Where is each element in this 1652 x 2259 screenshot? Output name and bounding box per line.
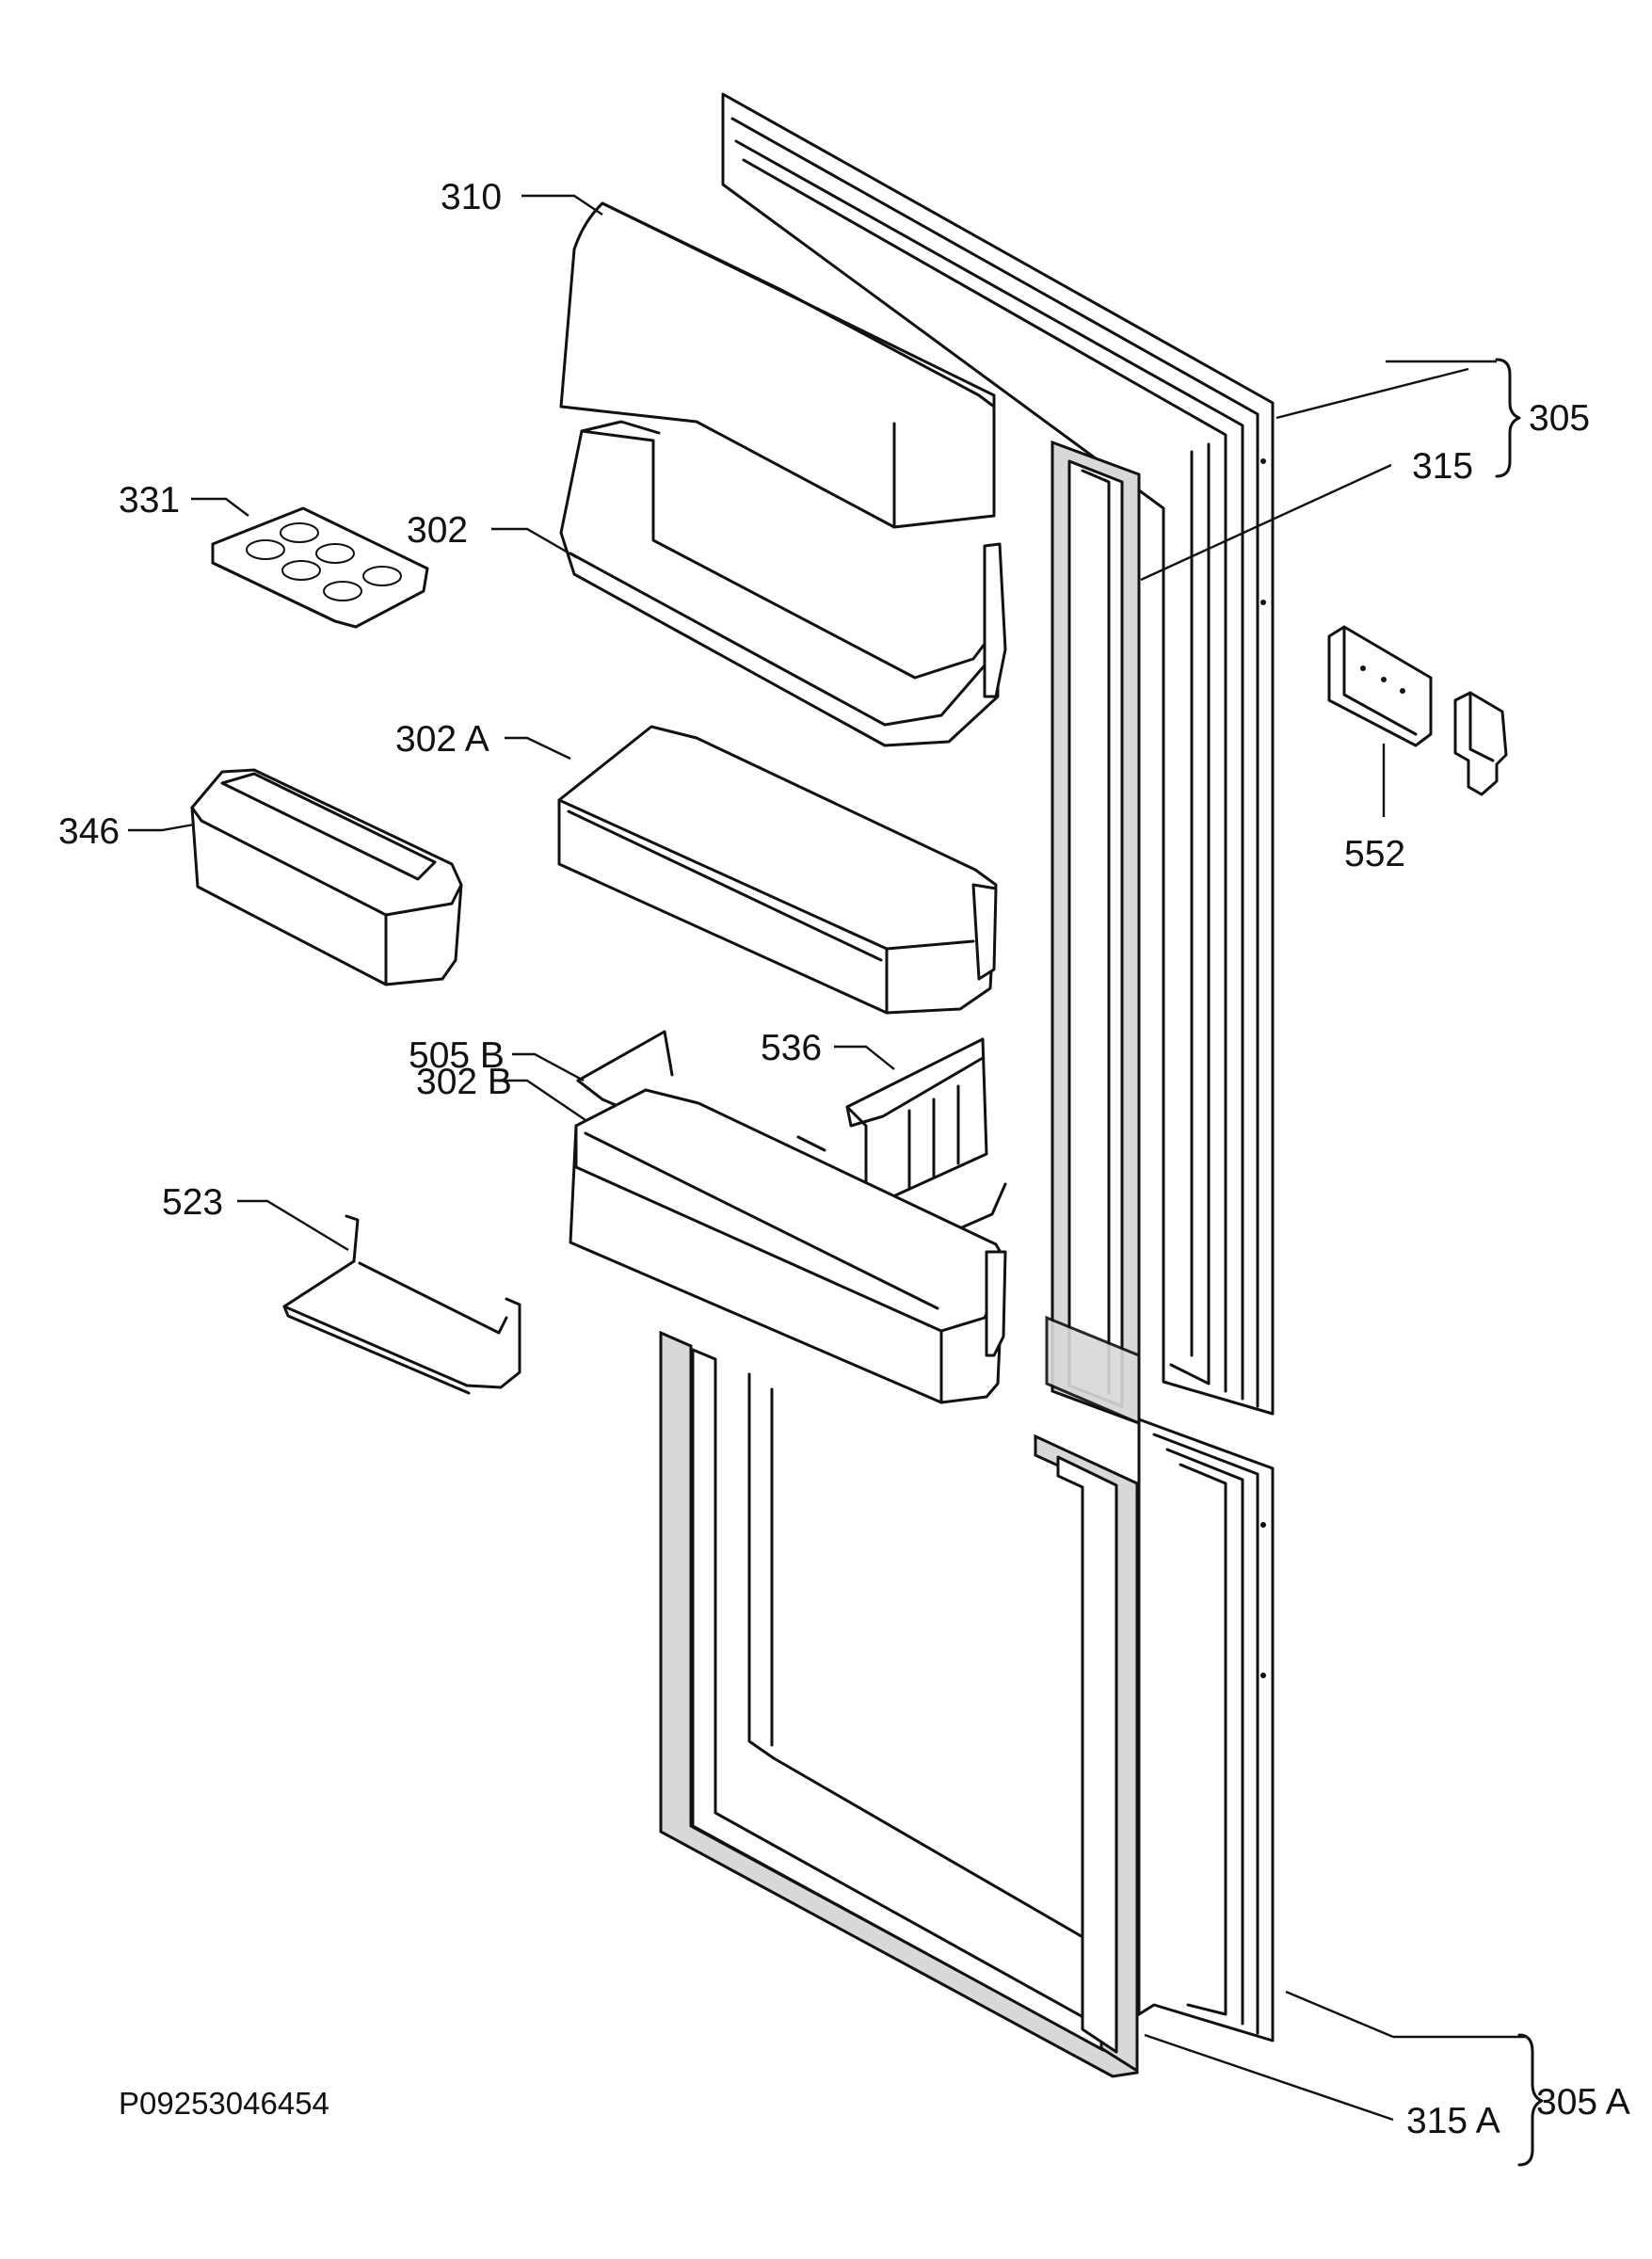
upper-door-frame	[721, 92, 1275, 1416]
label-331: 331	[119, 480, 180, 521]
diagram-code: P09253046454	[119, 2086, 329, 2121]
leader-lines	[128, 194, 1469, 2122]
hinge-brackets-552	[1327, 625, 1508, 796]
bottle-bin-302b	[569, 1088, 1007, 1404]
label-310: 310	[441, 177, 502, 217]
label-302: 302	[407, 510, 468, 551]
label-536: 536	[761, 1028, 822, 1068]
butter-dish-346	[190, 768, 463, 986]
label-305: 305	[1529, 398, 1590, 439]
lower-door-frame	[1137, 1418, 1275, 2043]
lower-door-gasket	[659, 1330, 1139, 2078]
label-302a: 302 A	[395, 719, 489, 760]
label-523: 523	[162, 1182, 223, 1223]
label-505b: 505 B	[409, 1035, 505, 1076]
egg-tray-331	[211, 506, 429, 629]
label-315: 315	[1412, 446, 1473, 487]
door-bin-302	[559, 420, 1007, 747]
wire-retainer-523	[282, 1214, 521, 1395]
upper-door-gasket	[1045, 440, 1141, 1426]
brace-305a	[1393, 2033, 1544, 2167]
label-346: 346	[58, 811, 120, 852]
label-305a: 305 A	[1536, 2082, 1630, 2123]
brace-305	[1386, 358, 1521, 478]
label-315a: 315 A	[1406, 2101, 1500, 2141]
label-552: 552	[1344, 834, 1405, 874]
bin-cover-310	[559, 201, 996, 529]
label-302b: 302 B	[416, 1062, 512, 1102]
bottle-divider-536	[845, 1037, 988, 1203]
door-bin-302a	[557, 725, 998, 1015]
